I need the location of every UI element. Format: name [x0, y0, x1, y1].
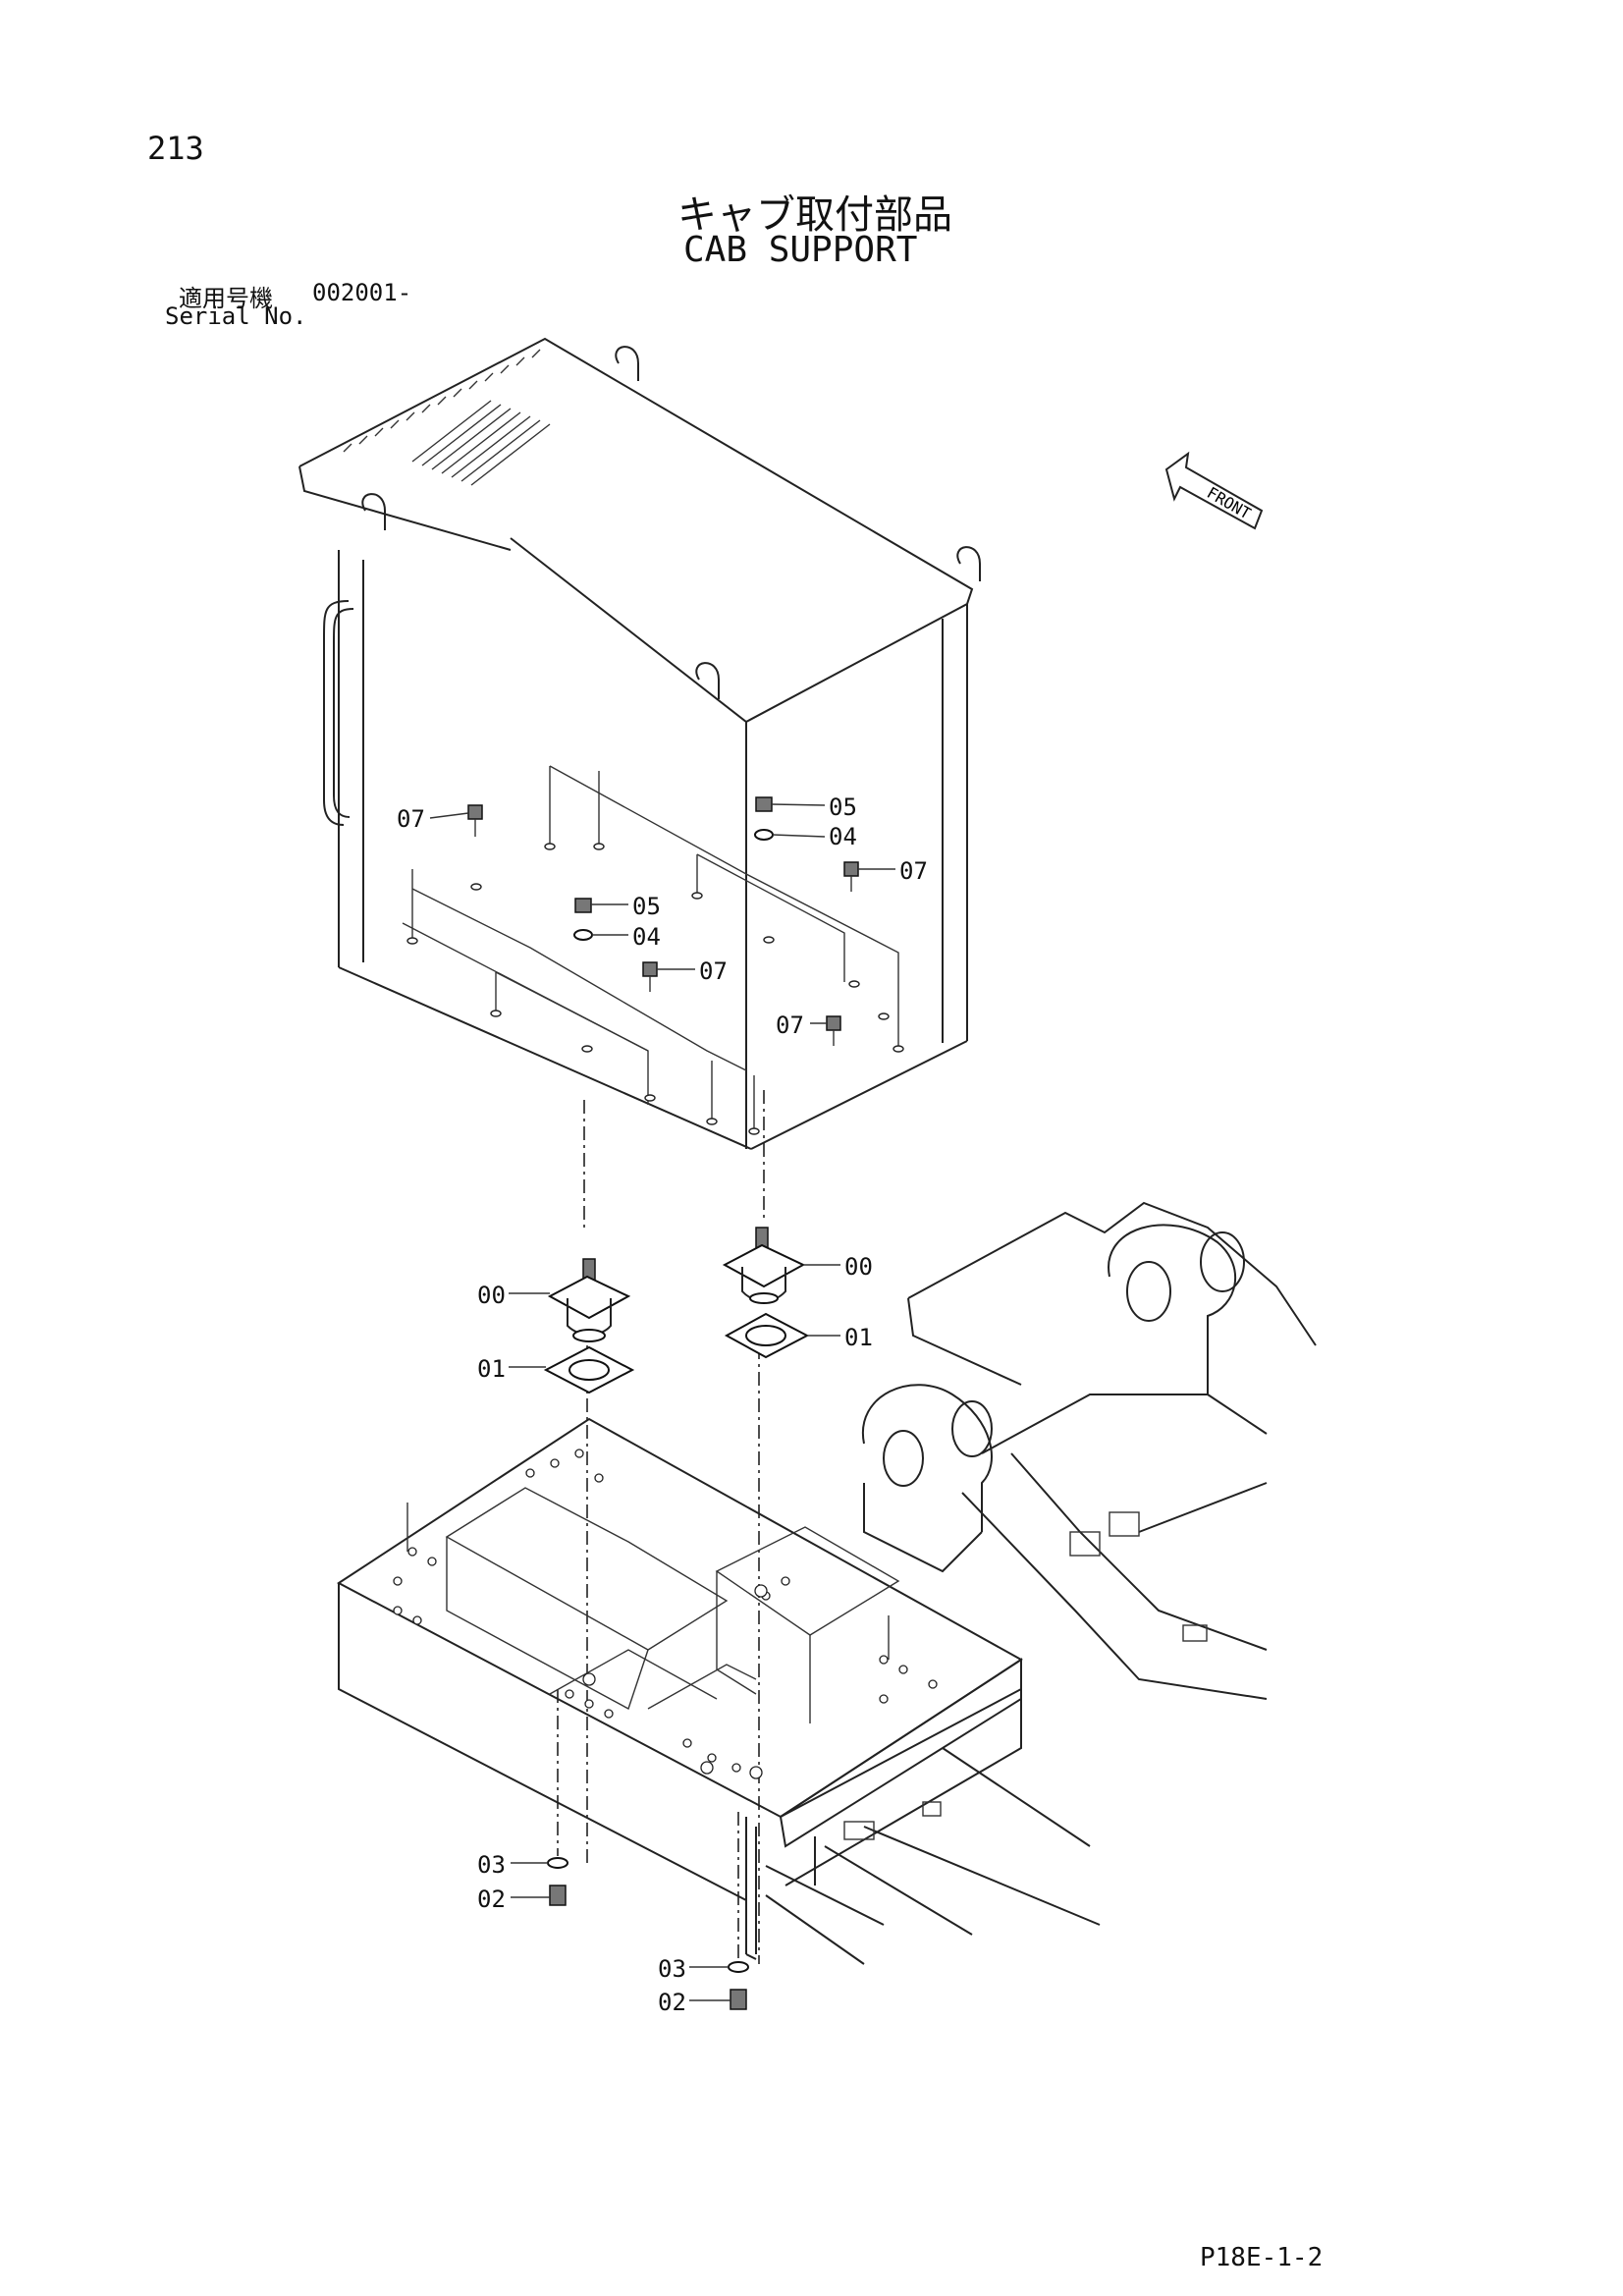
callout-01: 01 [477, 1355, 506, 1383]
callout-07: 07 [899, 857, 928, 885]
page-number: 213 [147, 130, 204, 167]
upper-frame [337, 1417, 1023, 1960]
washer-03-left [547, 1857, 568, 1869]
nut-05-b [574, 898, 592, 913]
callout-07: 07 [397, 805, 425, 833]
bolt-02-left [549, 1885, 567, 1906]
boom-bracket [861, 1201, 1317, 1700]
page-code: P18E-1-2 [1200, 2243, 1324, 2272]
callout-02: 02 [477, 1886, 506, 1913]
washer-04-b [573, 929, 593, 941]
bolt-07-b [843, 861, 859, 892]
callout-03: 03 [477, 1851, 506, 1879]
callout-00: 00 [844, 1253, 873, 1281]
serial-from: 002001- [312, 279, 412, 306]
title-english: CAB SUPPORT [683, 230, 918, 270]
leader-lines [429, 803, 895, 2001]
callout-01: 01 [844, 1324, 873, 1351]
cab-mount-left [547, 1258, 631, 1342]
callout-00: 00 [477, 1282, 506, 1309]
cab-plate-right [724, 1312, 810, 1359]
callout-07: 07 [776, 1011, 804, 1039]
bolt-02-right [730, 1989, 747, 2010]
callout-07: 07 [699, 957, 728, 985]
serial-label-english: Serial No. [165, 302, 307, 330]
serial-label-japanese: 適用号機 [179, 285, 273, 312]
bolt-07-c [642, 961, 658, 992]
bolt-07-d [826, 1015, 841, 1046]
undercarriage [765, 1687, 1101, 1965]
bolt-07-a [467, 804, 483, 837]
washer-04-a [754, 829, 774, 841]
title-japanese: キャブ取付部品 [677, 192, 952, 238]
front-arrow-icon [1164, 451, 1264, 530]
washer-03-right [728, 1961, 749, 1973]
callout-02: 02 [658, 1989, 686, 2016]
callout-05: 05 [829, 793, 857, 821]
cab-mount-right [722, 1227, 806, 1304]
callout-05: 05 [632, 893, 661, 920]
nut-05-a [755, 796, 773, 812]
cab-plate-left [543, 1345, 635, 1394]
front-arrow-label: FRONT [1204, 483, 1255, 523]
cab-body [298, 337, 981, 1150]
callout-03: 03 [658, 1955, 686, 1983]
callout-04: 04 [829, 823, 857, 850]
callout-04: 04 [632, 923, 661, 951]
